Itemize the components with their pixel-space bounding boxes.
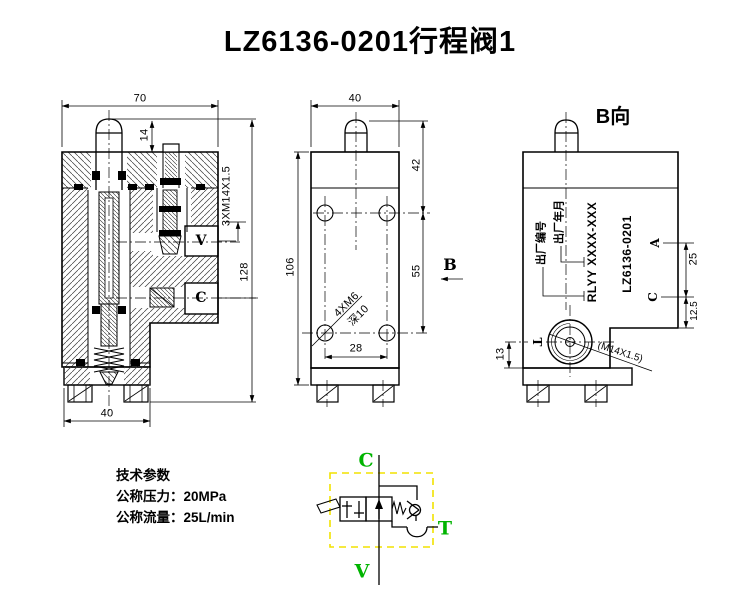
dim-25: 25 — [687, 252, 700, 266]
dim-base-40: 40 — [100, 407, 114, 420]
centerlines — [108, 110, 258, 412]
schematic-port-c: C — [358, 449, 374, 472]
pressure-label: 公称压力： — [116, 489, 184, 504]
marking-factory-date: 出厂年月 — [553, 200, 566, 244]
flow-value: 25L/min — [183, 510, 235, 525]
spec-row-pressure: 公称压力：20MPa — [116, 486, 235, 507]
m14-leader — [548, 333, 653, 372]
b-view — [504, 112, 694, 407]
hydraulic-schematic — [316, 455, 438, 585]
section-view — [61, 100, 258, 427]
marking-serial-number: 出厂编号 — [535, 221, 548, 265]
centerlines — [302, 112, 430, 407]
return-spring — [93, 347, 125, 373]
plunger-side — [554, 119, 579, 152]
thread-callout-3xm14: 3XM14X1.5 — [220, 165, 233, 227]
flow-arrow — [375, 499, 383, 509]
front-dimensions — [294, 100, 463, 386]
page-title: LZ6136-0201行程阀1 — [223, 26, 517, 58]
front-view — [294, 100, 463, 407]
view-b-letter: B — [443, 255, 457, 274]
valve-position-closed — [339, 496, 367, 522]
port-label-c2: C — [646, 292, 660, 302]
c-port-cavity — [184, 282, 219, 315]
dim-106: 106 — [284, 257, 297, 277]
centerlines — [505, 112, 616, 407]
marking-type-code: RLYY XXXX-XXX — [585, 201, 599, 303]
dim-28: 28 — [349, 342, 363, 355]
dim-height-128: 128 — [238, 262, 251, 282]
spec-row-flow: 公称流量：25L/min — [116, 507, 235, 528]
spring-return — [391, 499, 407, 516]
dim-55: 55 — [410, 264, 423, 278]
flow-label: 公称流量： — [116, 510, 184, 525]
dim-12-5: 12.5 — [689, 301, 700, 321]
dim-plunger-14: 14 — [138, 128, 151, 142]
roller-lever-actuator — [316, 498, 341, 514]
specs-heading: 技术参数 — [116, 468, 170, 483]
line-crossing-hop — [406, 526, 428, 538]
section-dimensions — [61, 100, 256, 427]
dim-42: 42 — [410, 158, 423, 172]
dim-13: 13 — [494, 347, 507, 361]
pressure-value: 20MPa — [183, 489, 227, 504]
port-label-v: V — [195, 233, 207, 249]
schematic-enclosure — [329, 472, 434, 548]
schematic-port-t: T — [437, 517, 453, 540]
bview-dimensions — [504, 242, 694, 369]
cover-seals — [74, 184, 205, 190]
dim-width-70: 70 — [133, 92, 147, 105]
marking-model: LZ6136-0201 — [620, 215, 634, 293]
port-label-c: C — [195, 290, 207, 306]
bview-title: B向 — [595, 106, 631, 128]
schematic-port-v: V — [354, 560, 370, 583]
dim-width-40: 40 — [348, 92, 362, 105]
technical-parameters: 技术参数 公称压力：20MPa 公称流量：25L/min — [116, 465, 235, 528]
port-label-a: A — [648, 238, 662, 248]
port-label-t: T — [530, 337, 544, 347]
check-valve — [408, 503, 422, 517]
